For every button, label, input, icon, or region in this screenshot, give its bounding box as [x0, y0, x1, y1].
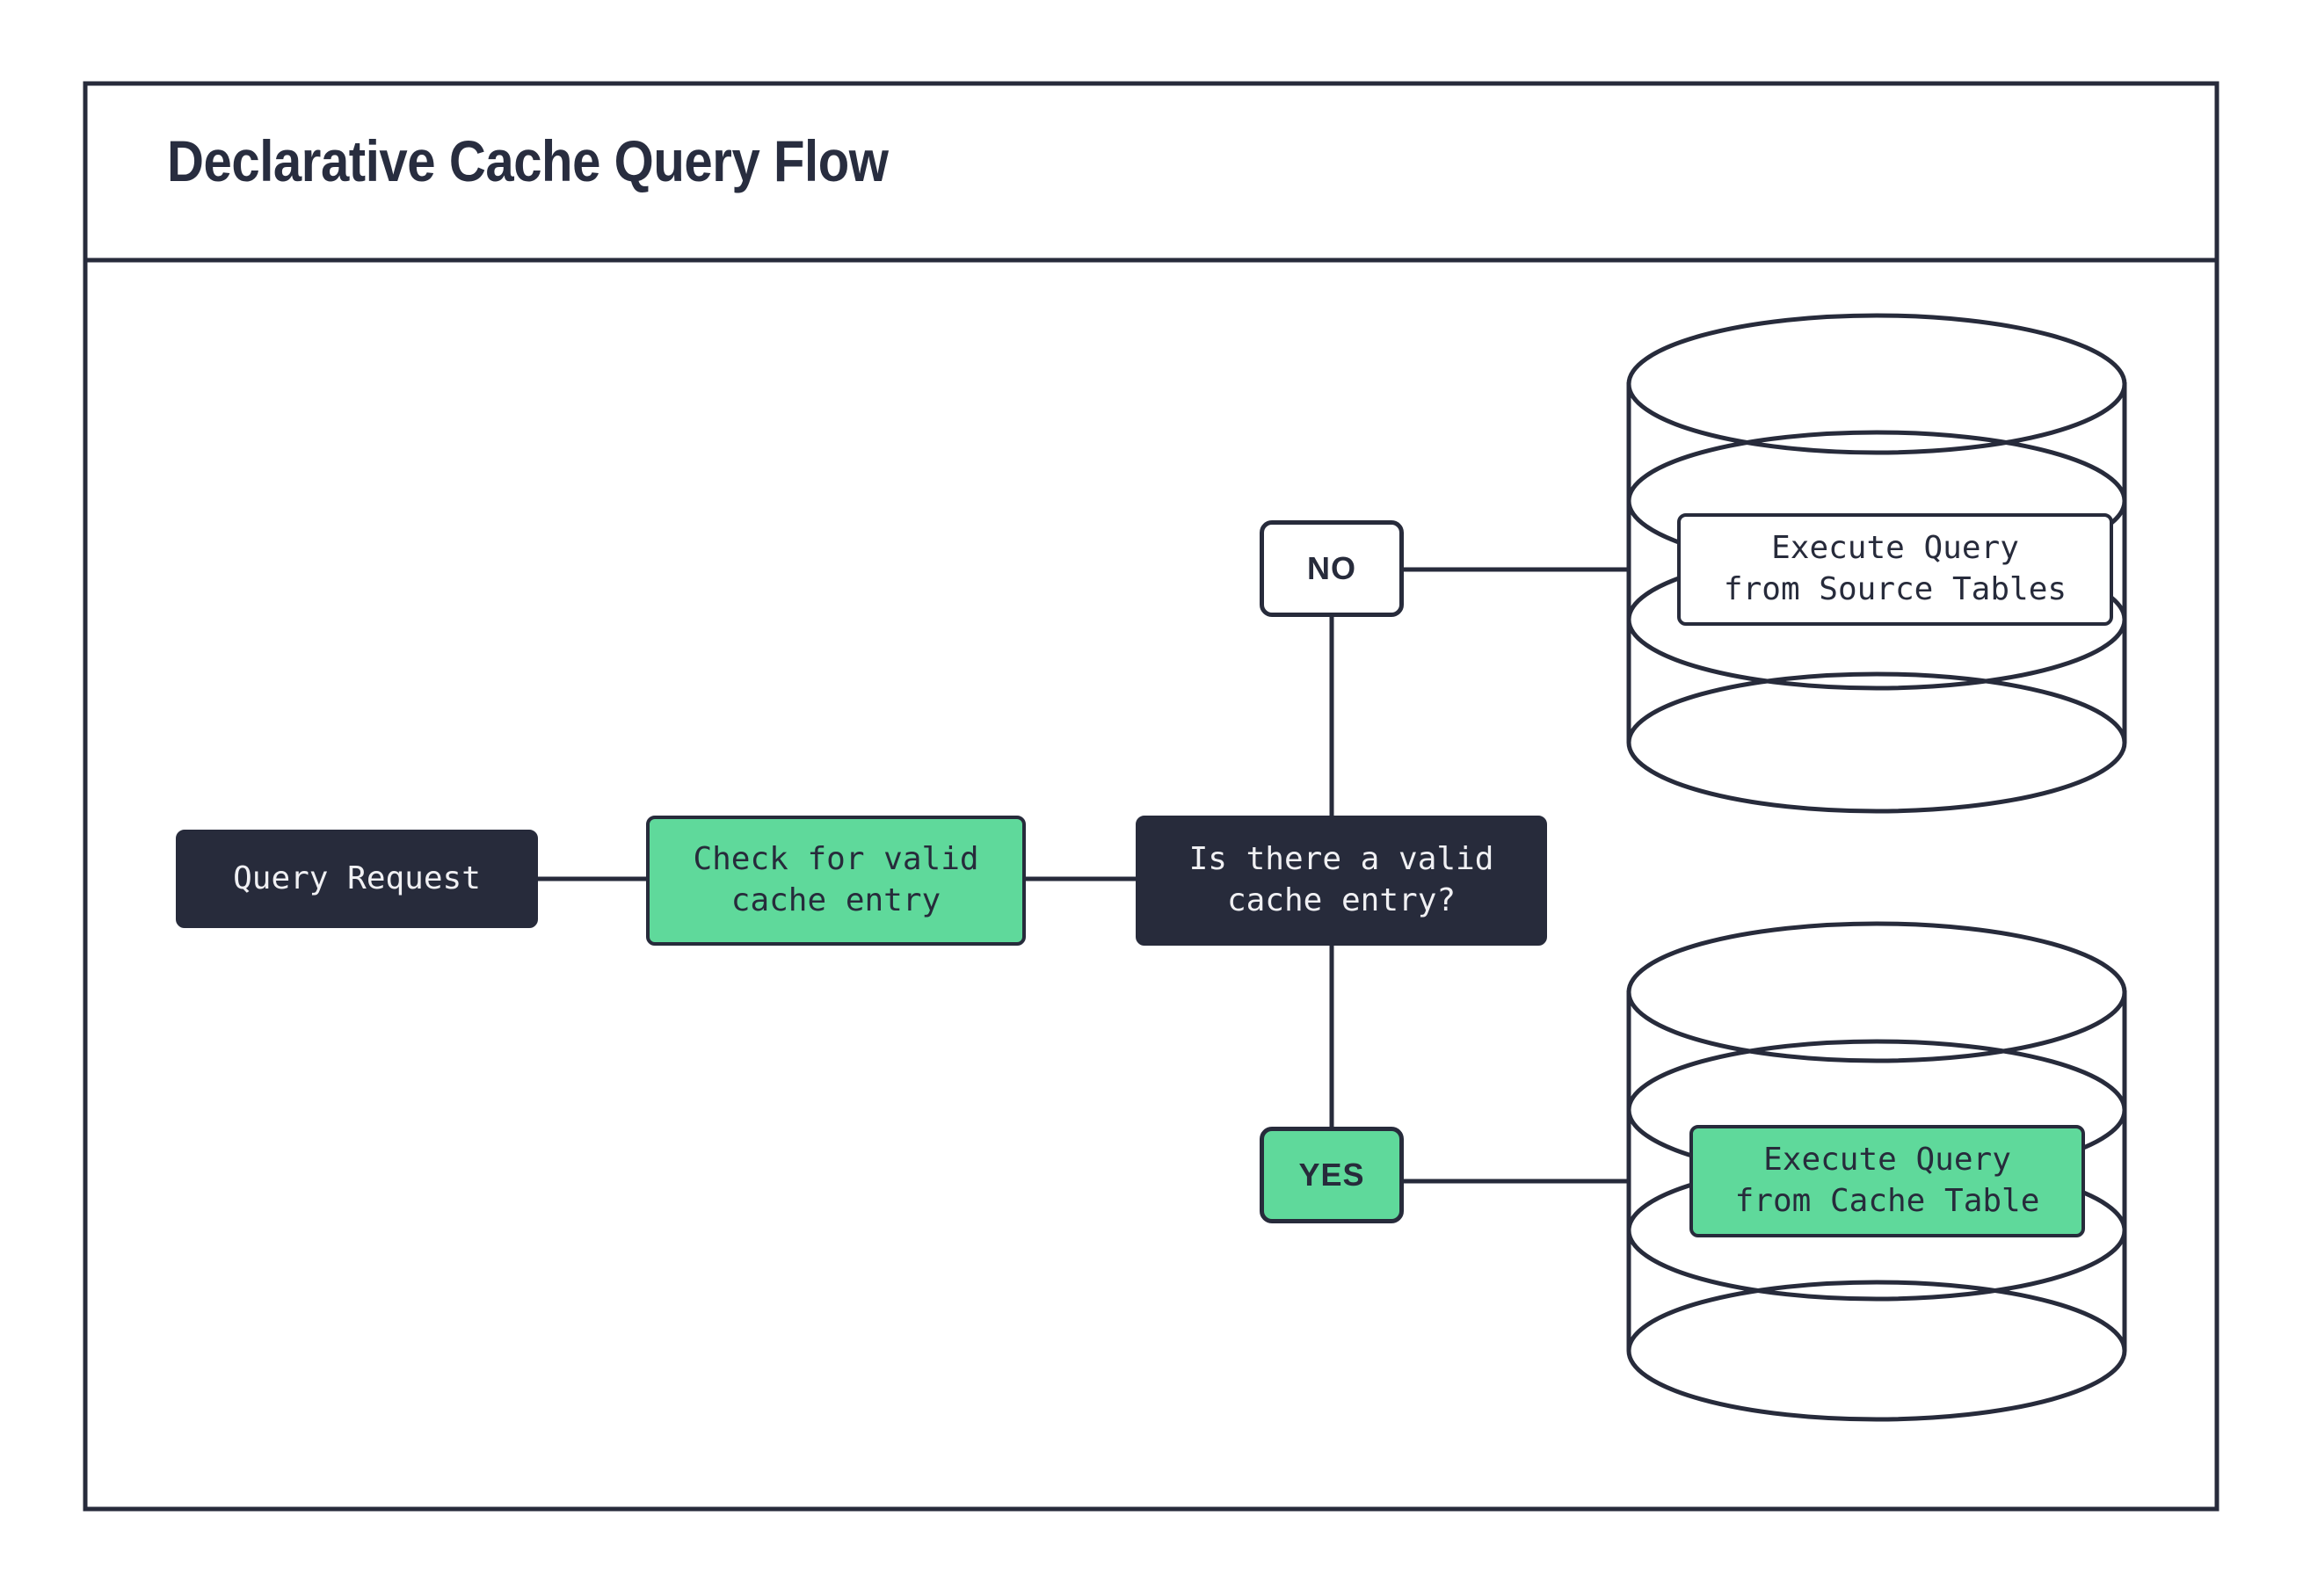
edge-label-yes[interactable]: YES: [1260, 1127, 1404, 1223]
page-title: Declarative Cache Query Flow: [167, 128, 889, 193]
diagram-frame: [83, 81, 2219, 1512]
node-query-request[interactable]: Query Request: [176, 830, 538, 928]
node-execute-query-from-cache-table[interactable]: Execute Query from Cache Table: [1689, 1125, 2085, 1237]
node-is-there-a-valid-cache-entry[interactable]: Is there a valid cache entry?: [1136, 816, 1547, 946]
node-check-for-valid-cache-entry[interactable]: Check for valid cache entry: [646, 816, 1026, 946]
edge-label-no[interactable]: NO: [1260, 520, 1404, 617]
node-execute-query-from-source-tables[interactable]: Execute Query from Source Tables: [1677, 513, 2113, 626]
